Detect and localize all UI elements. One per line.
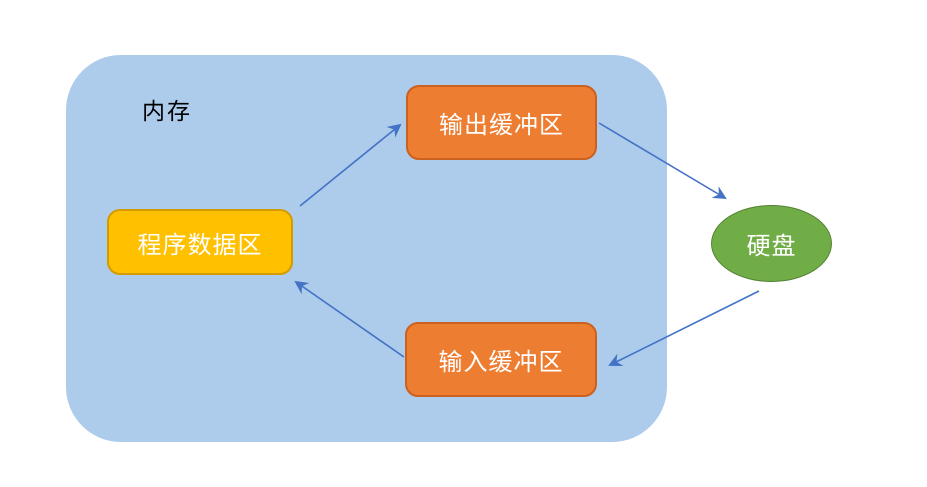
node-program-data-area: 程序数据区	[107, 209, 293, 275]
node-output-buffer-label: 输出缓冲区	[439, 112, 564, 139]
node-hard-disk-label: 硬盘	[746, 233, 797, 260]
memory-label: 内存	[142, 98, 192, 124]
node-hard-disk: 硬盘	[711, 205, 832, 282]
node-program-data-area-label: 程序数据区	[137, 231, 263, 259]
node-input-buffer-label: 输入缓冲区	[438, 349, 564, 376]
node-input-buffer: 输入缓冲区	[405, 322, 597, 397]
node-output-buffer: 输出缓冲区	[406, 85, 597, 160]
